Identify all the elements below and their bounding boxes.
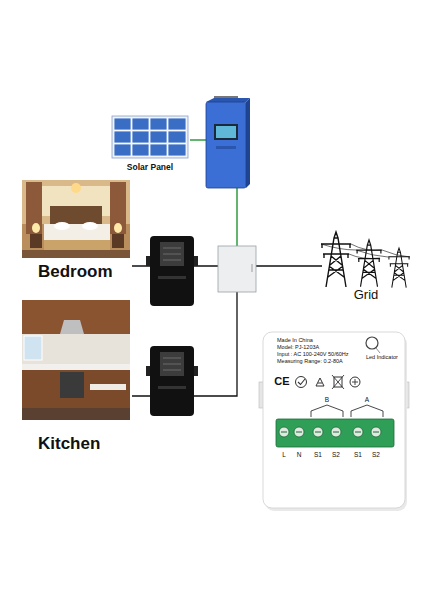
grid-node: Grid xyxy=(318,226,414,306)
photo-stove xyxy=(60,372,84,398)
node-text: Made In China xyxy=(277,337,377,343)
photo-curtain xyxy=(26,182,42,234)
pin-name: L xyxy=(277,451,291,458)
photo-curtain xyxy=(110,182,126,234)
channel-bracket xyxy=(311,405,343,417)
pylon xyxy=(356,240,382,287)
sensor-seam xyxy=(158,276,186,279)
pin-name: S2 xyxy=(368,451,384,458)
check-mark xyxy=(298,379,305,385)
led-indicator xyxy=(366,337,378,349)
photo-window xyxy=(24,336,42,360)
kitchen-photo xyxy=(22,300,130,420)
photo-bg xyxy=(22,180,130,258)
photo-bed xyxy=(44,224,110,250)
node-text: Input : AC 100-240V 50/60Hz xyxy=(277,351,377,357)
room-node: Bedroom xyxy=(20,178,132,282)
grid-wire xyxy=(256,265,322,266)
sensor-seam xyxy=(158,386,186,389)
node-text: Measuring Range: 0.2-80A xyxy=(277,358,377,364)
check-mark-icon xyxy=(296,377,307,388)
photo-hood xyxy=(60,320,84,334)
node-text: Grid xyxy=(318,288,414,303)
pin-name: S1 xyxy=(350,451,366,458)
pylon xyxy=(388,248,410,288)
inverter-screen xyxy=(216,126,236,138)
pin-name: S1 xyxy=(310,451,326,458)
sensor-window xyxy=(160,242,184,266)
rohs-icon xyxy=(350,377,360,387)
bin-cross xyxy=(332,375,344,389)
photo-counter xyxy=(22,364,130,370)
photo-island xyxy=(90,384,126,390)
sensor-body xyxy=(150,346,194,416)
certification-mark: CE xyxy=(272,375,292,388)
channel-name: B xyxy=(321,396,333,403)
screw-slots xyxy=(281,432,379,433)
dc-wire xyxy=(190,139,206,141)
sensor-window xyxy=(160,352,184,376)
recycle-icon xyxy=(316,378,324,386)
sensor-ribs xyxy=(163,358,181,370)
current-sensor xyxy=(146,346,198,416)
photo-cabinets xyxy=(22,300,130,334)
inverter-buttons xyxy=(216,146,236,149)
photo-blanket xyxy=(44,240,110,250)
node-text: Bedroom xyxy=(38,262,132,282)
panel-frame xyxy=(112,116,188,158)
photo-lamp xyxy=(32,223,40,233)
pylon xyxy=(321,232,351,287)
bedroom-photo xyxy=(22,180,130,258)
node-text: Kitchen xyxy=(38,434,132,454)
terminal-screws xyxy=(279,427,381,437)
photo-pillow xyxy=(82,222,98,230)
led-leader xyxy=(376,348,380,353)
photo-nightstand xyxy=(30,234,42,248)
inverter-side xyxy=(246,98,250,188)
photo-lower-cabinets xyxy=(22,370,130,408)
photo-nightstand xyxy=(112,234,124,248)
current-sensor xyxy=(146,236,198,306)
channel-name: A xyxy=(361,396,373,403)
photo-chandelier xyxy=(71,183,81,193)
ac-wire xyxy=(236,188,238,246)
inverter-body xyxy=(206,102,246,188)
rohs-mark xyxy=(352,379,358,385)
solar-panel-icon xyxy=(112,116,188,158)
room-node: Kitchen xyxy=(20,298,132,456)
photo-floor xyxy=(22,250,130,258)
inverter-lcd xyxy=(214,124,238,140)
inverter-top xyxy=(206,98,250,102)
pin-name: N xyxy=(292,451,306,458)
node-text: Model: PJ-1203A xyxy=(277,344,377,350)
module-body xyxy=(263,332,405,508)
node-text: Solar Panel xyxy=(108,163,192,173)
channel-bracket xyxy=(351,405,383,417)
terminal-block xyxy=(276,419,394,447)
panel-cells xyxy=(114,118,186,156)
solar-panel-node: Solar Panel xyxy=(108,112,192,174)
power-lines xyxy=(321,244,410,259)
photo-pillow xyxy=(54,222,70,230)
box-handle xyxy=(252,264,253,272)
sensor-ribs xyxy=(163,248,181,260)
energy-meter-module xyxy=(259,332,409,511)
photo-floor xyxy=(22,408,130,420)
photo-bg xyxy=(22,300,130,420)
distribution-box xyxy=(218,246,256,292)
inverter-device xyxy=(206,96,250,188)
photo-lamp xyxy=(114,223,122,233)
photo-backsplash xyxy=(22,334,130,364)
energy-meter-node: Made In ChinaModel: PJ-1203AInput : AC 1… xyxy=(263,332,405,508)
grid-pylons xyxy=(321,232,410,288)
node-text: Led Indicator xyxy=(366,354,406,360)
pin-name: S2 xyxy=(328,451,344,458)
sensor-body xyxy=(150,236,194,306)
